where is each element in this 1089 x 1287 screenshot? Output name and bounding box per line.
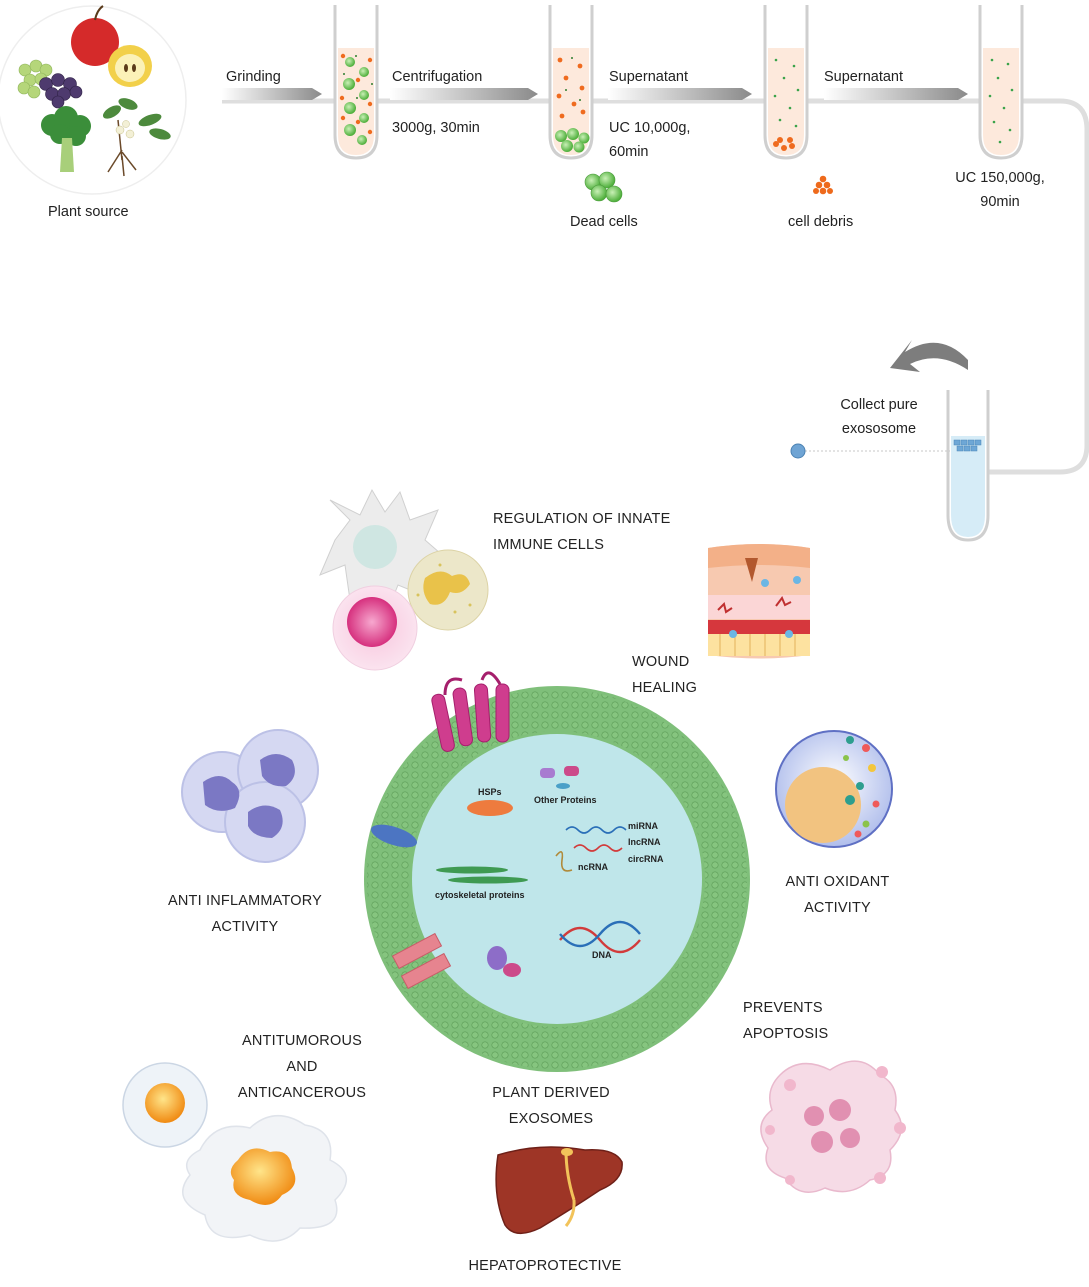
uc1-speed-label: UC 10,000g, (609, 120, 691, 136)
membrane-protein-icon (431, 683, 510, 752)
dna-icon (559, 920, 641, 954)
neutrophil-icon (181, 729, 319, 863)
liver-icon (495, 1146, 623, 1234)
uc2-speed-label: UC 150,000g, (955, 170, 1045, 186)
tumor-cell-icon (122, 1062, 208, 1148)
other-proteins-icon (540, 766, 579, 789)
immune-cell-icon (332, 585, 418, 671)
test-tube-icon (333, 5, 379, 160)
test-tube-icon (946, 390, 990, 542)
uc2-time-label: 90min (980, 194, 1020, 210)
circrna-label: circRNA (628, 854, 664, 864)
exosome-vesicle-icon (364, 686, 750, 1072)
centrifugation-params-label: 3000g, 30min (392, 120, 480, 136)
exosome-particle-icon (790, 443, 806, 459)
plant-source-icon (0, 5, 187, 195)
hsps-label: HSPs (478, 787, 502, 797)
membrane-protein-icon (371, 824, 417, 848)
centrifugation-label: Centrifugation (392, 69, 483, 85)
innate-immune-label-1: REGULATION OF INNATE (493, 511, 671, 527)
ncrna-label: ncRNA (578, 862, 609, 872)
innate-immune-label-2: IMMUNE CELLS (493, 537, 605, 553)
antitumorous-label-1: ANTITUMOROUS (241, 1033, 362, 1049)
plant-source-label: Plant source (48, 204, 129, 220)
supernatant-label-1: Supernatant (609, 69, 689, 85)
cytoskeletal-icon (436, 866, 528, 884)
dead-cells-label: Dead cells (570, 214, 638, 230)
anti-inflammatory-label-1: ANTI INFLAMMATORY (167, 893, 323, 909)
anti-oxidant-label-2: ACTIVITY (804, 900, 871, 916)
tumor-cell-icon (181, 1114, 347, 1242)
collect-label-2: exososome (841, 421, 917, 437)
plant-exosomes-label-2: EXOSOMES (508, 1111, 594, 1127)
cell-debris-icon (813, 175, 833, 195)
dna-label: DNA (592, 950, 612, 960)
arrow-icon (222, 88, 968, 100)
wound-healing-label-2: HEALING (632, 680, 698, 696)
plant-exosomes-label-1: PLANT DERIVED (492, 1085, 610, 1101)
hsp-icon (467, 800, 513, 816)
antitumorous-label-3: ANTICANCEROUS (237, 1085, 367, 1101)
antitumorous-label-2: AND (286, 1059, 318, 1075)
prevents-apoptosis-label-2: APOPTOSIS (743, 1026, 829, 1042)
collect-label-1: Collect pure (840, 397, 918, 413)
antioxidant-cell-icon (775, 730, 893, 848)
rna-icon (555, 826, 627, 872)
test-tube-icon (763, 5, 809, 160)
uc1-time-label: 60min (609, 144, 649, 160)
mirna-label: miRNA (628, 821, 659, 831)
apoptotic-cell-icon (760, 1060, 906, 1193)
hepatoprotective-label: HEPATOPROTECTIVE (468, 1258, 622, 1274)
other-proteins-label: Other Proteins (534, 795, 597, 805)
anti-inflammatory-label-2: ACTIVITY (211, 919, 279, 935)
grinding-label: Grinding (226, 69, 281, 85)
skin-tissue-icon (708, 544, 810, 659)
flow-line (222, 98, 1089, 475)
cytoskeletal-label: cytoskeletal proteins (435, 890, 525, 900)
lncrna-label: lncRNA (628, 837, 661, 847)
cell-debris-label: cell debris (788, 214, 854, 230)
neutrophil-icon (407, 549, 489, 631)
supernatant-label-2: Supernatant (824, 69, 904, 85)
prevents-apoptosis-label-1: PREVENTS (743, 1000, 823, 1016)
dead-cells-icon (584, 171, 623, 203)
wound-healing-label-1: WOUND (632, 654, 690, 670)
protein-icon (487, 946, 521, 977)
membrane-channel-icon (391, 932, 452, 990)
arrow-icon (890, 340, 968, 372)
test-tube-icon (978, 5, 1024, 160)
anti-oxidant-label-1: ANTI OXIDANT (785, 874, 890, 890)
test-tube-icon (548, 5, 594, 160)
